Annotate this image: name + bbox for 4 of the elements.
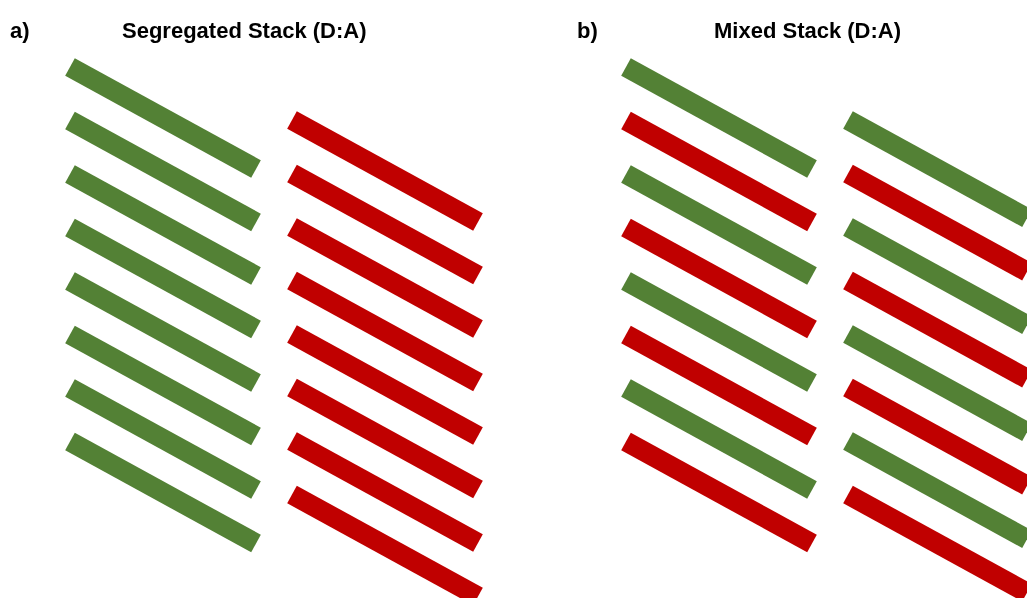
panel-label: b) [577, 18, 598, 44]
panel-label: a) [10, 18, 30, 44]
panel-title: Segregated Stack (D:A) [122, 18, 367, 44]
panel-title: Mixed Stack (D:A) [714, 18, 902, 44]
